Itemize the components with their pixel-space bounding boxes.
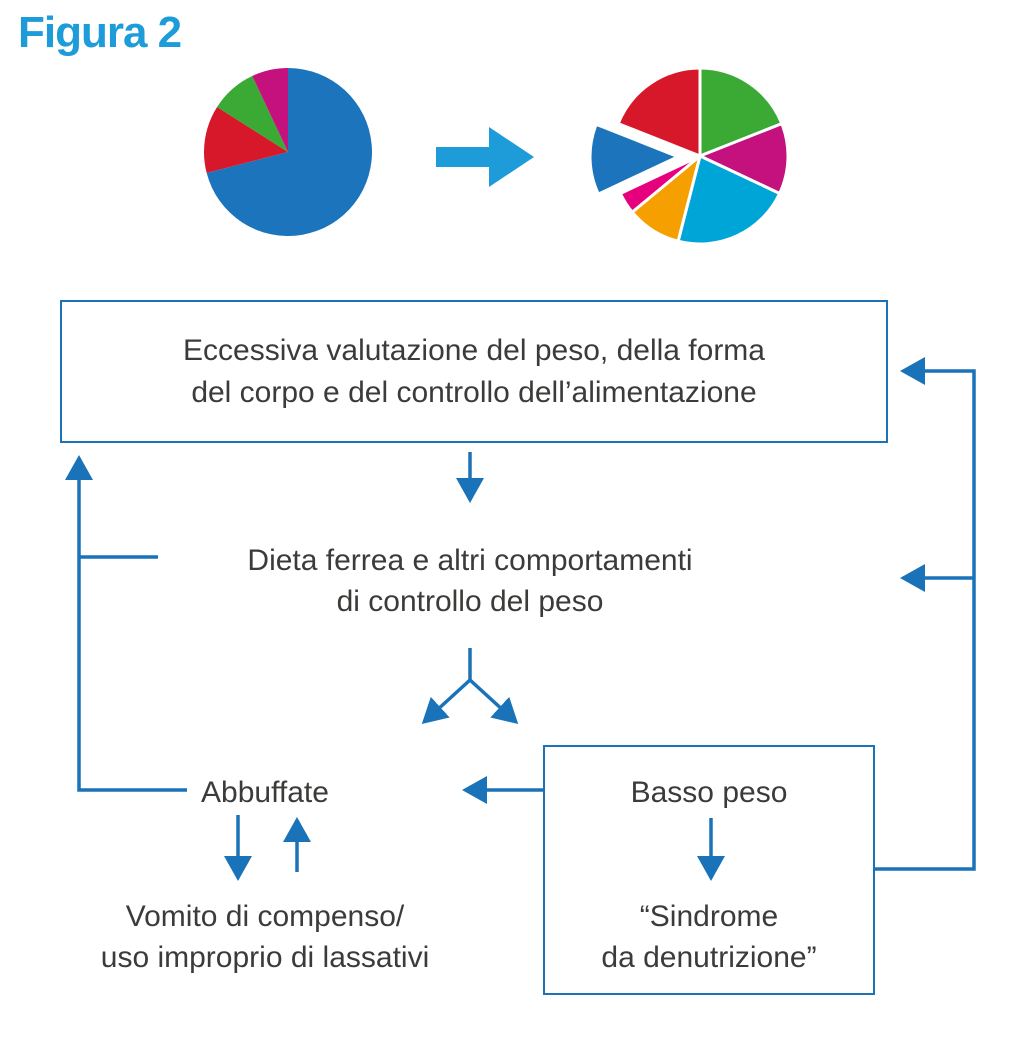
pie-slice-slice-magenta	[698, 122, 790, 195]
pie-slice-slice-blue	[206, 68, 372, 236]
connector-diet-to-binge	[421, 678, 472, 725]
overvaluation-box: Eccessiva valutazione del peso, della fo…	[60, 300, 888, 443]
figure-title: Figura 2	[18, 8, 182, 57]
diet-text: Dieta ferrea e altri comportamenti di co…	[247, 544, 693, 618]
pie-slice-slice-pink	[618, 154, 702, 214]
pie-slice-slice-green	[698, 66, 784, 158]
pie-slice-slice-blue	[588, 122, 680, 196]
pie-slice-slice-cyan	[676, 154, 782, 246]
pie-slice-slice-red	[203, 106, 288, 173]
connector-binge-feedback-loop	[65, 455, 187, 792]
pie-slice-slice-magenta	[252, 68, 288, 152]
low-weight-box	[543, 745, 875, 995]
pie-chart-after	[588, 66, 790, 246]
overvaluation-text: Eccessiva valutazione del peso, della fo…	[183, 333, 765, 409]
connector-low-weight-feedback-loop	[875, 357, 976, 871]
pie-slice-slice-green	[217, 75, 288, 152]
binge-text: Abbuffate	[201, 776, 329, 809]
pie-chart-before	[203, 68, 372, 236]
purge-text: Vomito di compenso/ uso improprio di las…	[100, 900, 430, 974]
starvation-text: “Sindrome da denutrizione”	[601, 900, 817, 974]
pie-slice-slice-red	[616, 66, 702, 158]
low-weight-text: Basso peso	[630, 776, 788, 809]
connector-diet-to-low-weight	[468, 678, 519, 725]
arrow-right-icon	[436, 127, 534, 187]
